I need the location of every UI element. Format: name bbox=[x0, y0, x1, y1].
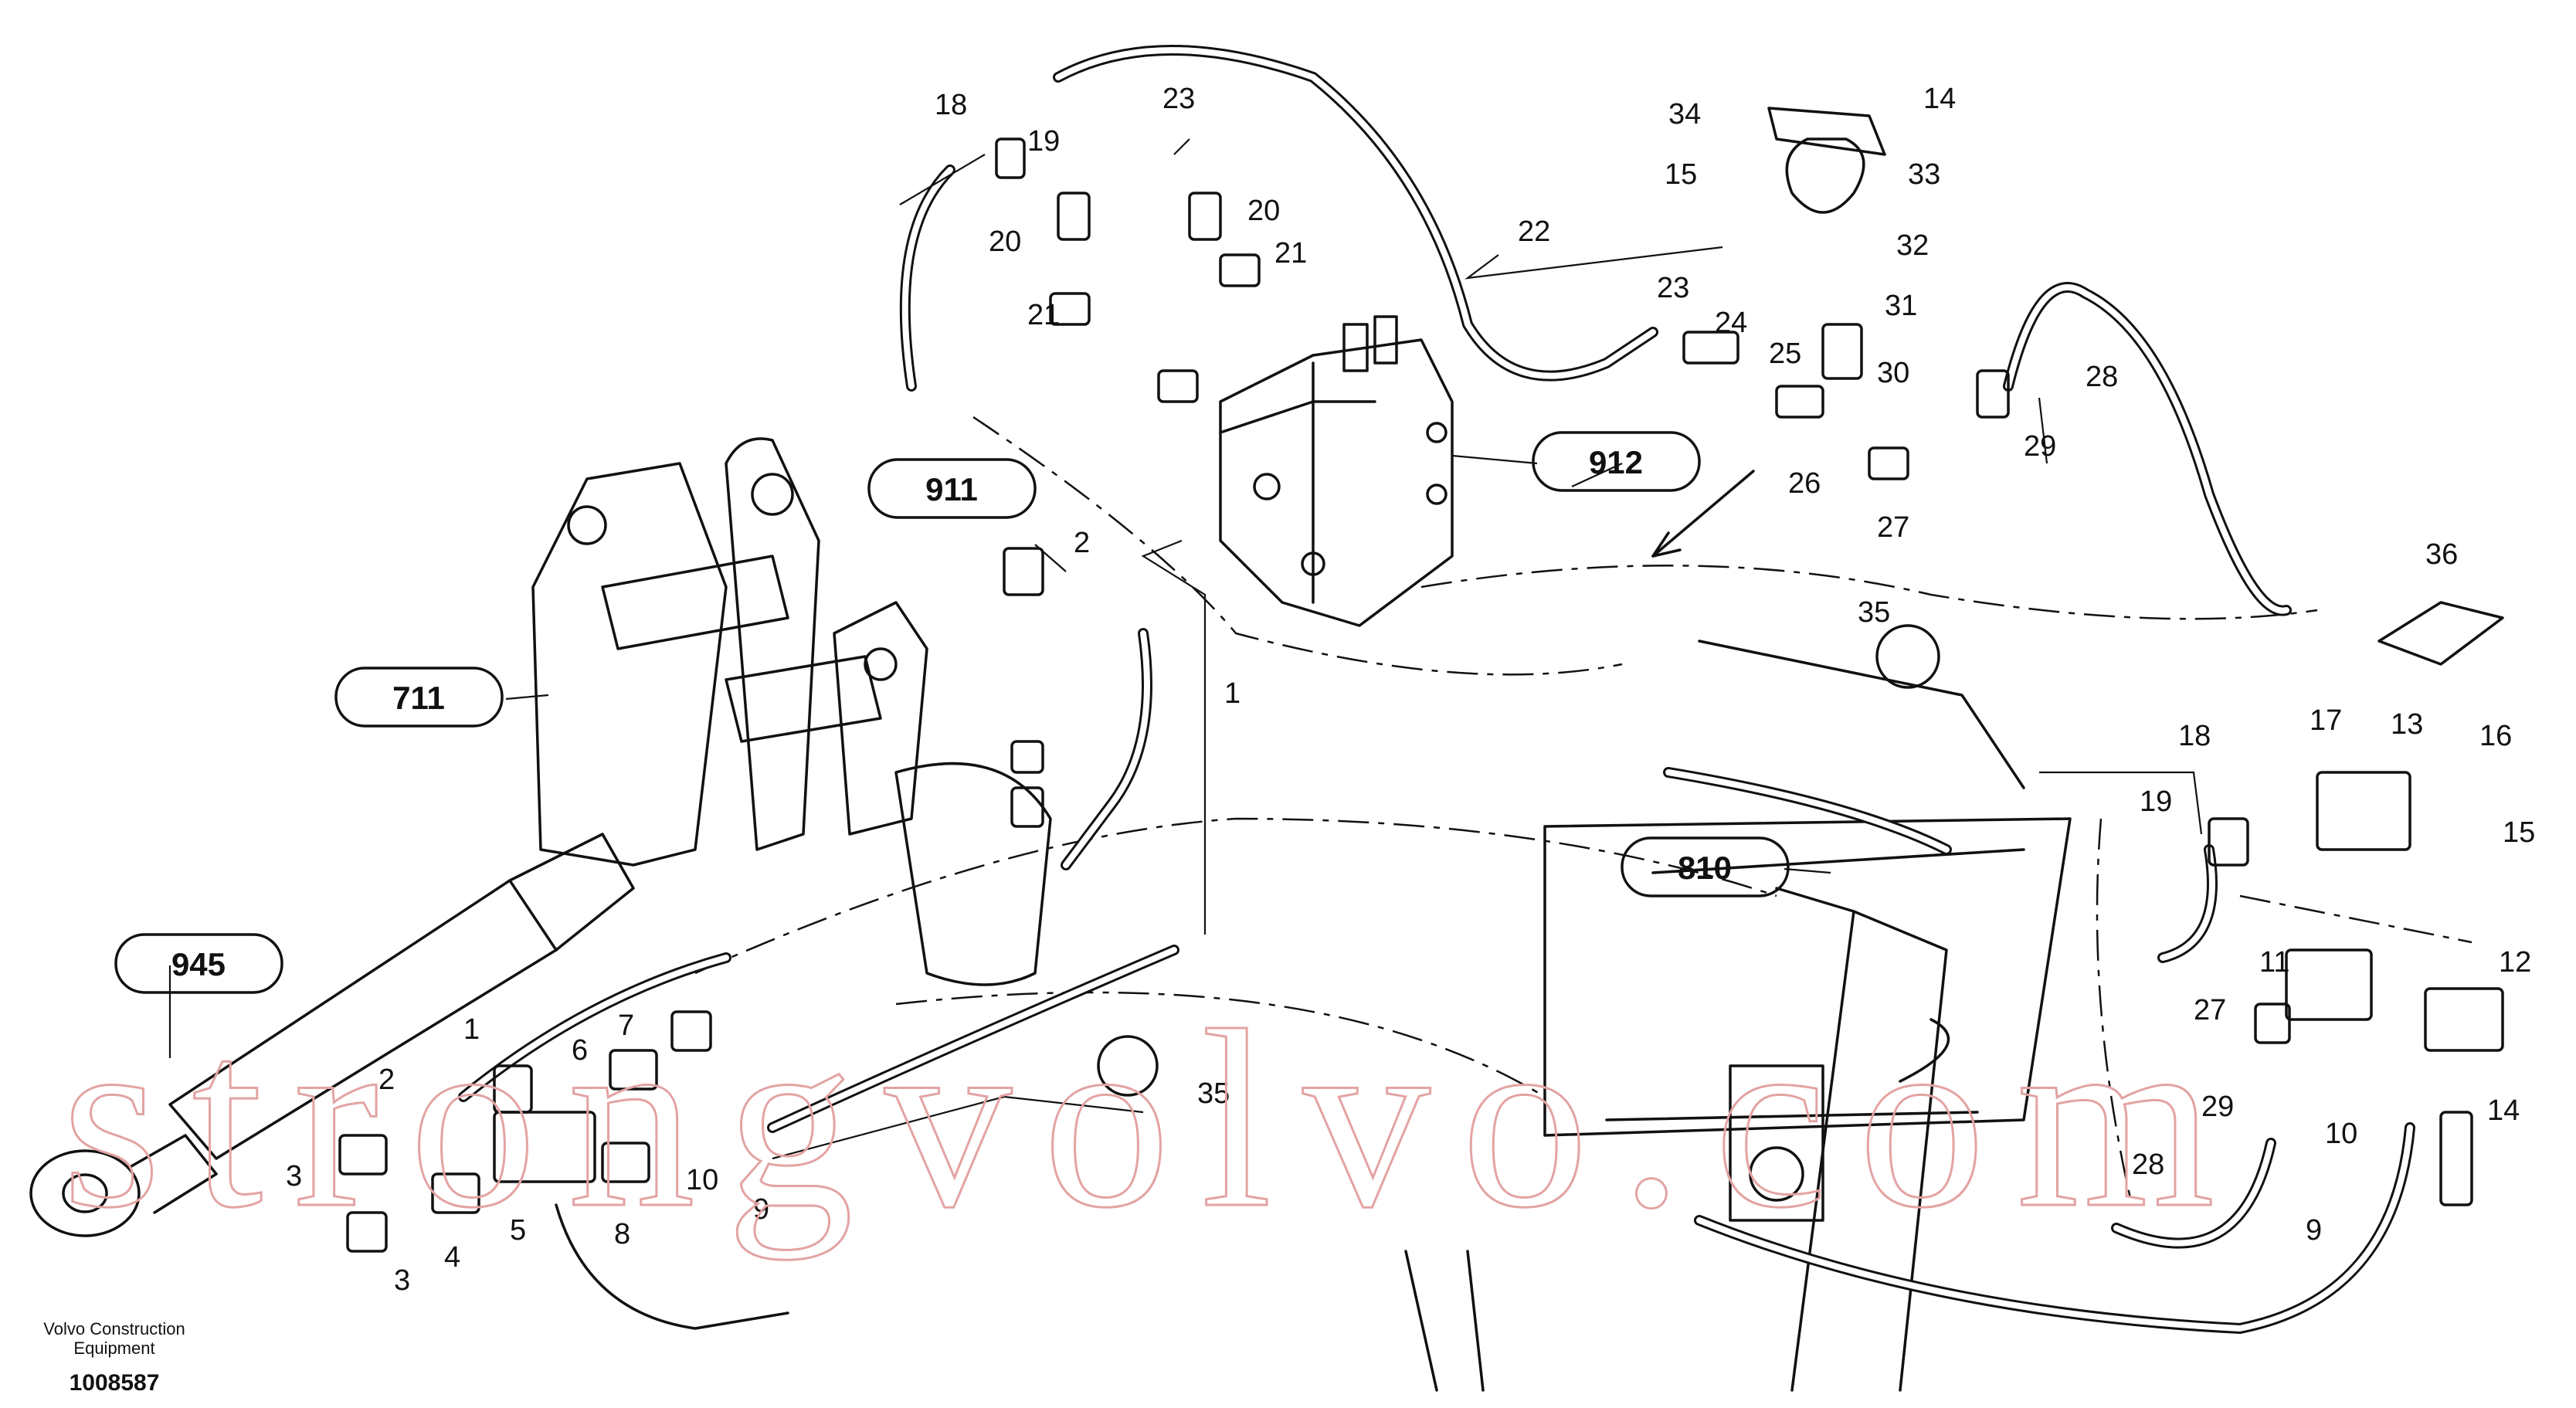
frame-structure-left bbox=[29, 437, 1144, 1330]
callout-1[interactable]: 1 bbox=[1224, 677, 1240, 710]
reference-945[interactable]: 945 bbox=[114, 933, 283, 994]
fittings bbox=[338, 107, 2504, 1253]
callout-18[interactable]: 18 bbox=[2178, 720, 2211, 752]
callout-2[interactable]: 2 bbox=[378, 1064, 395, 1096]
callout-10[interactable]: 10 bbox=[2325, 1118, 2357, 1150]
callout-26[interactable]: 26 bbox=[1788, 467, 1821, 500]
callout-29[interactable]: 29 bbox=[2201, 1091, 2234, 1123]
callout-14[interactable]: 14 bbox=[1923, 83, 1956, 115]
callout-15[interactable]: 15 bbox=[1665, 158, 1697, 191]
callout-23[interactable]: 23 bbox=[1657, 272, 1689, 304]
maker-line-2: Equipment bbox=[73, 1338, 154, 1358]
callout-12[interactable]: 12 bbox=[2499, 946, 2531, 979]
callout-35[interactable]: 35 bbox=[1197, 1077, 1230, 1110]
callout-numbers: 1 1 2 2 3 3 4 5 6 7 8 9 9 10 10 11 12 13… bbox=[286, 83, 2535, 1297]
callout-20[interactable]: 20 bbox=[1247, 195, 1280, 227]
hydraulic-hoses bbox=[458, 45, 2415, 1335]
callout-10[interactable]: 10 bbox=[686, 1164, 718, 1196]
callout-9[interactable]: 9 bbox=[753, 1193, 769, 1226]
callout-3[interactable]: 3 bbox=[286, 1160, 302, 1193]
reference-911[interactable]: 911 bbox=[867, 458, 1037, 519]
callout-29[interactable]: 29 bbox=[2024, 430, 2056, 463]
callout-21[interactable]: 21 bbox=[1027, 299, 1060, 331]
callout-31[interactable]: 31 bbox=[1885, 290, 1917, 322]
callout-30[interactable]: 30 bbox=[1877, 357, 1909, 389]
callout-13[interactable]: 13 bbox=[2391, 708, 2423, 741]
callout-21[interactable]: 21 bbox=[1274, 237, 1307, 270]
ref-label: 911 bbox=[925, 471, 978, 507]
boundary-dashed-lines bbox=[694, 416, 2472, 1206]
callout-17[interactable]: 17 bbox=[2310, 704, 2342, 737]
ref-label: 711 bbox=[392, 680, 445, 716]
callout-27[interactable]: 27 bbox=[1877, 511, 1909, 544]
ref-label: 912 bbox=[1589, 444, 1643, 480]
callout-35[interactable]: 35 bbox=[1858, 596, 1890, 629]
callout-22[interactable]: 22 bbox=[1518, 215, 1550, 248]
callout-6[interactable]: 6 bbox=[572, 1034, 588, 1067]
callout-20[interactable]: 20 bbox=[989, 226, 1021, 258]
callout-25[interactable]: 25 bbox=[1769, 338, 1801, 370]
callout-19[interactable]: 19 bbox=[1027, 125, 1060, 158]
callout-14[interactable]: 14 bbox=[2487, 1094, 2520, 1127]
machine-frame-right bbox=[1404, 640, 2072, 1392]
callout-28[interactable]: 28 bbox=[2086, 361, 2118, 393]
reference-810[interactable]: 810 bbox=[1621, 836, 1790, 897]
callout-5[interactable]: 5 bbox=[510, 1214, 526, 1247]
callout-11[interactable]: 11 bbox=[2259, 946, 2289, 979]
callout-33[interactable]: 33 bbox=[1908, 158, 1940, 191]
drawing-number: 1008587 bbox=[70, 1370, 160, 1396]
callout-24[interactable]: 24 bbox=[1715, 307, 1747, 339]
callout-9[interactable]: 9 bbox=[2306, 1214, 2322, 1247]
ref-label: 810 bbox=[1678, 850, 1732, 886]
leader-lines bbox=[168, 138, 2203, 1058]
ref-label: 945 bbox=[171, 946, 226, 982]
reference-711[interactable]: 711 bbox=[334, 667, 504, 728]
callout-27[interactable]: 27 bbox=[2194, 994, 2226, 1026]
maker-line-1: Volvo Construction bbox=[43, 1319, 185, 1338]
callout-16[interactable]: 16 bbox=[2479, 720, 2512, 752]
callout-1[interactable]: 1 bbox=[463, 1013, 480, 1046]
watermark: strongvolvo.com bbox=[62, 979, 2245, 1260]
callout-4[interactable]: 4 bbox=[444, 1241, 460, 1274]
callout-8[interactable]: 8 bbox=[614, 1218, 630, 1250]
footer: Volvo Construction Equipment 1008587 bbox=[43, 1319, 185, 1396]
callout-32[interactable]: 32 bbox=[1896, 229, 1929, 262]
callout-34[interactable]: 34 bbox=[1668, 98, 1701, 131]
callout-28[interactable]: 28 bbox=[2132, 1148, 2164, 1181]
callout-36[interactable]: 36 bbox=[2425, 538, 2458, 571]
callout-19[interactable]: 19 bbox=[2140, 785, 2172, 818]
callout-3[interactable]: 3 bbox=[394, 1264, 410, 1297]
control-valve-block bbox=[1219, 315, 1454, 627]
callout-7[interactable]: 7 bbox=[618, 1009, 634, 1042]
reference-912[interactable]: 912 bbox=[1532, 431, 1701, 492]
callout-23[interactable]: 23 bbox=[1162, 83, 1195, 115]
callout-15[interactable]: 15 bbox=[2503, 816, 2535, 849]
callout-2[interactable]: 2 bbox=[1074, 527, 1090, 559]
callout-18[interactable]: 18 bbox=[935, 89, 967, 121]
